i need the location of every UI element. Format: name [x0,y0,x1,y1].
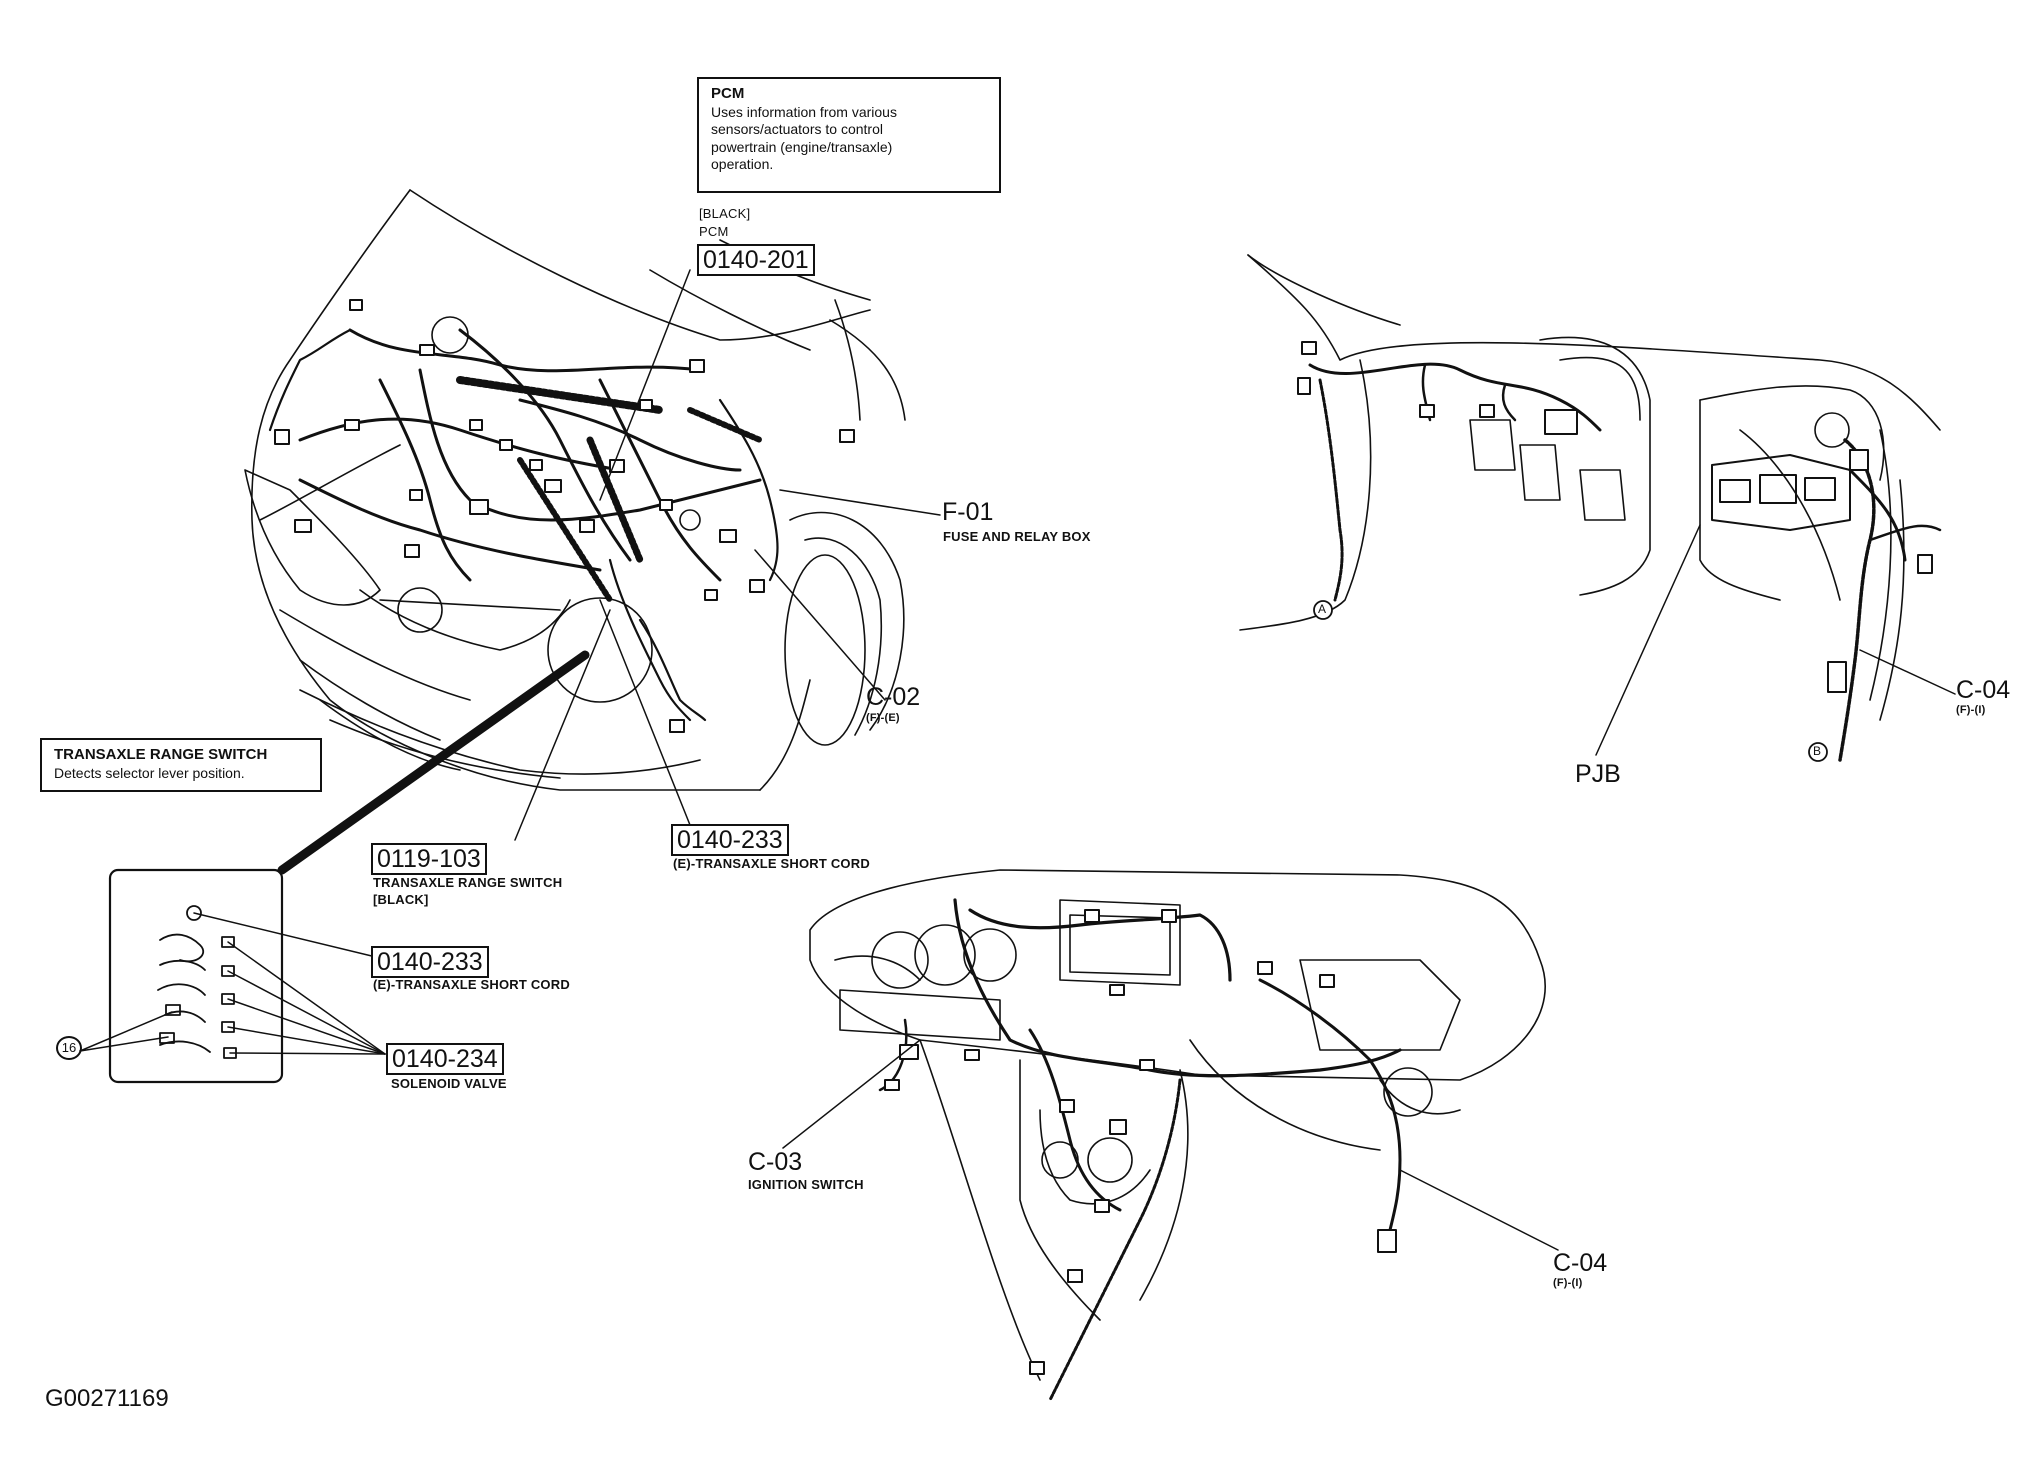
trs-info-body: Detects selector lever position. [54,764,245,781]
pjb-label: PJB [1575,760,1621,788]
marker-b: B [1813,744,1822,758]
marker-a: A [1318,602,1327,616]
cabin-harness-drawing [1239,254,1956,762]
trs-connector-desc-1: TRANSAXLE RANGE SWITCH [373,875,563,890]
engine-harness-drawing [244,189,906,791]
dashboard-harness-drawing [782,869,1559,1402]
engine-leader-lines [277,269,941,875]
detail-box [79,868,386,1084]
trs-connector-code: 0119-103 [371,843,487,876]
trs-info-box: TRANSAXLE RANGE SWITCH Detects selector … [40,738,322,792]
pcm-info-title: PCM [711,85,745,102]
pcm-info-box: PCM Uses information from various sensor… [697,77,1001,193]
c03-code: C-03 [748,1148,803,1176]
c02-code: C-02 [866,683,921,711]
pcm-color-note: [BLACK] [699,206,751,221]
fuse-box-desc: FUSE AND RELAY BOX [943,529,1091,544]
c03-desc: IGNITION SWITCH [748,1177,864,1192]
ref-number-16: 16 [56,1036,82,1060]
pcm-info-line-1: Uses information from various [711,103,897,120]
cabin-c04-sub: (F)-(I) [1956,704,1986,716]
short-cord-desc: (E)-TRANSAXLE SHORT CORD [673,856,870,871]
detail-short-cord-desc: (E)-TRANSAXLE SHORT CORD [373,977,570,992]
pcm-info-line-2: sensors/actuators to control [711,121,883,138]
dash-c04-sub: (F)-(I) [1553,1277,1583,1289]
pcm-connector-name: PCM [699,224,729,239]
solenoid-desc: SOLENOID VALVE [391,1076,507,1091]
pcm-connector-code: 0140-201 [697,244,815,277]
dash-c04-code: C-04 [1553,1249,1608,1277]
c02-sub: (F)-(E) [866,712,900,724]
short-cord-code: 0140-233 [671,824,789,857]
trs-info-title: TRANSAXLE RANGE SWITCH [54,746,268,763]
cabin-c04-code: C-04 [1956,676,2011,704]
solenoid-code: 0140-234 [386,1043,504,1076]
pcm-info-line-4: operation. [711,156,774,173]
detail-short-cord-code: 0140-233 [371,946,489,979]
fuse-box-code: F-01 [942,498,994,526]
pcm-info-line-3: powertrain (engine/transaxle) [711,138,893,155]
figure-id: G00271169 [45,1385,169,1412]
trs-connector-desc-2: [BLACK] [373,892,429,907]
